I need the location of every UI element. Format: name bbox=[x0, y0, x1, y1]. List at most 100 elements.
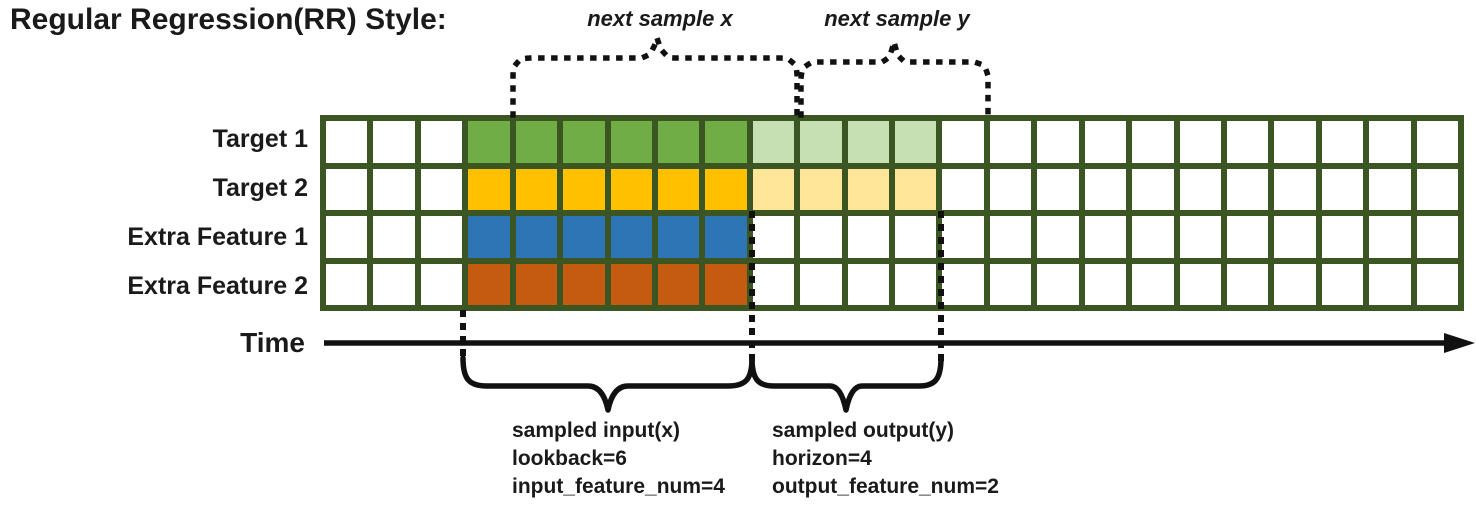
grid-cell bbox=[468, 263, 510, 305]
grid-cell bbox=[420, 263, 463, 305]
grid-cell bbox=[563, 168, 605, 210]
grid-cell bbox=[1179, 121, 1221, 163]
grid-cell bbox=[468, 216, 510, 258]
grid-cell bbox=[610, 263, 652, 305]
grid-cell bbox=[563, 263, 605, 305]
grid-cell bbox=[326, 121, 368, 163]
grid-cell bbox=[657, 121, 700, 163]
output-feature-num-line: output_feature_num=2 bbox=[772, 475, 999, 498]
grid-cell bbox=[942, 168, 984, 210]
page-title: Regular Regression(RR) Style: bbox=[10, 3, 447, 36]
grid-cell bbox=[942, 263, 984, 305]
sampled-input-brace bbox=[460, 355, 755, 413]
grid-cell bbox=[1321, 121, 1364, 163]
grid-cell bbox=[895, 216, 937, 258]
grid-cell bbox=[1132, 263, 1174, 305]
grid-cell bbox=[515, 121, 558, 163]
grid-cell bbox=[1179, 263, 1221, 305]
grid-cell bbox=[989, 216, 1032, 258]
grid-cell bbox=[373, 263, 415, 305]
grid-cell bbox=[705, 216, 747, 258]
grid-cell bbox=[1037, 121, 1079, 163]
grid-cell bbox=[373, 121, 415, 163]
grid-cell bbox=[752, 263, 795, 305]
grid-cell bbox=[373, 216, 415, 258]
grid-cell bbox=[847, 168, 889, 210]
sampled-input-line: sampled input(x) bbox=[512, 419, 681, 442]
next-sample-x-brace bbox=[510, 29, 800, 118]
grid-cell bbox=[1226, 216, 1269, 258]
grid-cell bbox=[1132, 216, 1174, 258]
grid-cell bbox=[1416, 263, 1458, 305]
sampled-output-brace bbox=[749, 355, 944, 413]
time-axis-label: Time bbox=[240, 327, 305, 358]
grid-cell bbox=[895, 263, 937, 305]
grid-cell bbox=[515, 168, 558, 210]
grid-cell bbox=[1226, 168, 1269, 210]
grid-cell bbox=[847, 216, 889, 258]
grid-cell bbox=[1416, 168, 1458, 210]
grid-cell bbox=[752, 168, 795, 210]
grid-cell bbox=[1321, 263, 1364, 305]
grid-cell bbox=[420, 216, 463, 258]
grid-cell bbox=[1226, 263, 1269, 305]
grid-cell bbox=[752, 216, 795, 258]
grid-cell bbox=[657, 216, 700, 258]
grid-cell bbox=[326, 168, 368, 210]
sampled-input-note: sampled input(x) lookback=6 input_featur… bbox=[512, 417, 725, 501]
grid-cell bbox=[752, 121, 795, 163]
next-sample-x-label: next sample x bbox=[587, 6, 733, 31]
grid-cell bbox=[373, 168, 415, 210]
grid-cell bbox=[1321, 216, 1364, 258]
grid-cell bbox=[942, 121, 984, 163]
grid-cell bbox=[1274, 168, 1316, 210]
grid-cell bbox=[1274, 216, 1316, 258]
horizon-line: horizon=4 bbox=[772, 447, 872, 470]
grid-cell bbox=[1037, 168, 1079, 210]
grid-cell bbox=[989, 121, 1032, 163]
grid-cell bbox=[1369, 121, 1411, 163]
grid-cell bbox=[1084, 263, 1127, 305]
next-sample-y-brace bbox=[798, 31, 991, 118]
grid-cell bbox=[468, 121, 510, 163]
grid-cell bbox=[563, 121, 605, 163]
grid-cell bbox=[610, 121, 652, 163]
grid-cell bbox=[563, 216, 605, 258]
grid-cell bbox=[657, 168, 700, 210]
grid-cell bbox=[1084, 168, 1127, 210]
grid-cell bbox=[610, 168, 652, 210]
grid-cell bbox=[705, 168, 747, 210]
grid-cell bbox=[420, 168, 463, 210]
grid-cell bbox=[1416, 121, 1458, 163]
grid-cell bbox=[1084, 121, 1127, 163]
grid-cell bbox=[657, 263, 700, 305]
grid-cell bbox=[989, 168, 1032, 210]
grid-cell bbox=[1037, 263, 1079, 305]
grid-cell bbox=[800, 168, 842, 210]
grid-cell bbox=[1369, 263, 1411, 305]
grid-cell bbox=[1369, 168, 1411, 210]
time-arrow-head bbox=[1444, 333, 1475, 353]
grid-cell bbox=[942, 216, 984, 258]
sampled-output-note: sampled output(y) horizon=4 output_featu… bbox=[772, 417, 999, 501]
grid-cell bbox=[800, 216, 842, 258]
row-label: Target 2 bbox=[212, 174, 308, 202]
grid-cell bbox=[989, 263, 1032, 305]
grid-cell bbox=[1274, 263, 1316, 305]
grid-cell bbox=[1179, 168, 1221, 210]
row-label: Target 1 bbox=[212, 125, 308, 153]
grid-cell bbox=[420, 121, 463, 163]
grid-cell bbox=[1132, 168, 1174, 210]
next-sample-y-label: next sample y bbox=[824, 6, 970, 31]
grid-cell bbox=[895, 168, 937, 210]
grid-cell bbox=[1084, 216, 1127, 258]
grid-cell bbox=[705, 121, 747, 163]
grid-cell bbox=[326, 216, 368, 258]
lookback-line: lookback=6 bbox=[512, 447, 627, 470]
grid-cell bbox=[705, 263, 747, 305]
grid-cell bbox=[800, 263, 842, 305]
grid-cell bbox=[468, 168, 510, 210]
grid-cell bbox=[847, 263, 889, 305]
